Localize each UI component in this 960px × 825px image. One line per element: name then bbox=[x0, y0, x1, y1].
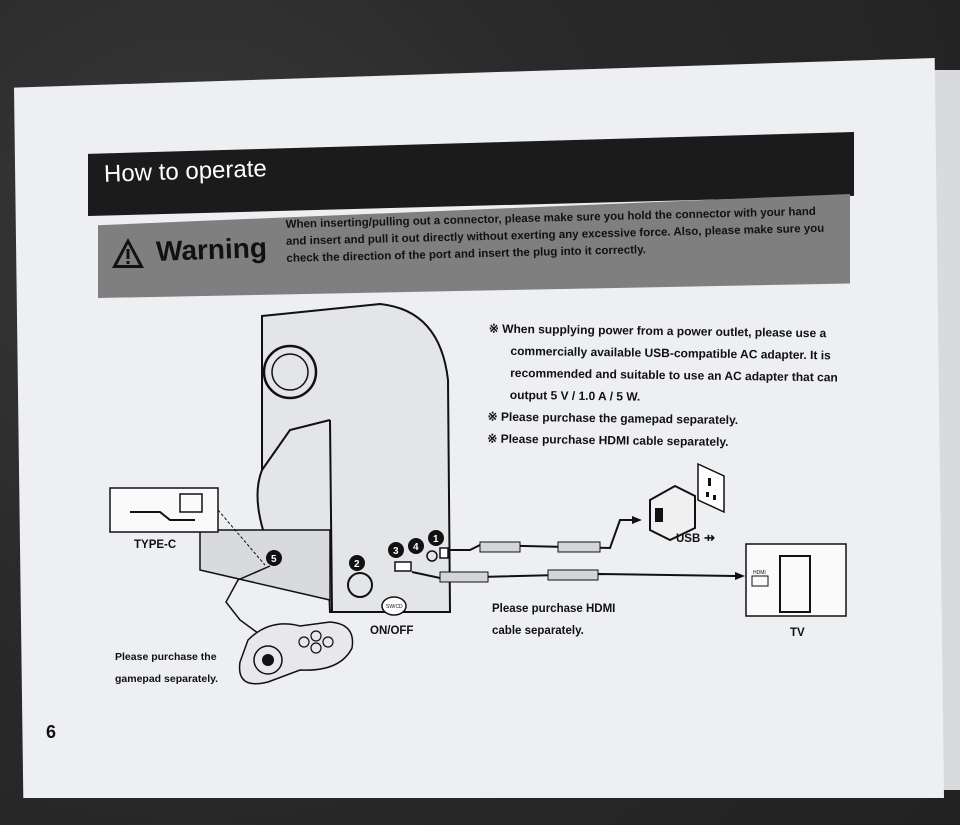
marker-4 bbox=[408, 538, 424, 554]
ac-adapter-icon bbox=[649, 484, 696, 542]
marker-5 bbox=[266, 550, 282, 566]
on-off-label: ON/OFF bbox=[370, 625, 414, 637]
cabinet-logo-icon bbox=[262, 344, 318, 400]
tv-hdmi-label: HDMI bbox=[753, 570, 766, 576]
gamepad-note-line-1: Please purchase the bbox=[115, 651, 217, 663]
warning-icon bbox=[112, 238, 144, 268]
tv-label: TV bbox=[790, 627, 805, 639]
tv-icon: HDMI bbox=[745, 543, 847, 617]
audio-port-icon bbox=[426, 550, 438, 562]
marker-1 bbox=[428, 530, 444, 546]
marker-2-label: 2 bbox=[354, 559, 360, 570]
gamepad-icon bbox=[238, 621, 354, 685]
marker-2 bbox=[349, 555, 365, 571]
marker-1-label: 1 bbox=[433, 534, 439, 545]
marker-5-label: 5 bbox=[271, 554, 277, 565]
gamepad-note-line-2: gamepad separately. bbox=[115, 673, 219, 685]
usb-icon: ⇸ bbox=[704, 530, 715, 545]
type-c-inset bbox=[109, 487, 219, 533]
marker-4-label: 4 bbox=[413, 542, 419, 553]
on-off-button-text: SW/CD bbox=[386, 604, 403, 610]
hdmi-note-line-2: cable separately. bbox=[492, 625, 584, 637]
on-off-button-icon bbox=[381, 596, 407, 616]
marker-3-label: 3 bbox=[393, 546, 399, 557]
page-number: 6 bbox=[46, 722, 57, 742]
usb-port-icon bbox=[439, 547, 449, 559]
wall-outlet-icon bbox=[697, 462, 725, 514]
hdmi-port-icon bbox=[394, 561, 412, 572]
hdmi-note-line-1: Please purchase HDMI bbox=[492, 603, 616, 615]
type-c-label: TYPE-C bbox=[134, 539, 177, 551]
usb-label: USB bbox=[676, 533, 701, 545]
power-button-icon bbox=[347, 572, 373, 598]
marker-3 bbox=[388, 542, 404, 558]
